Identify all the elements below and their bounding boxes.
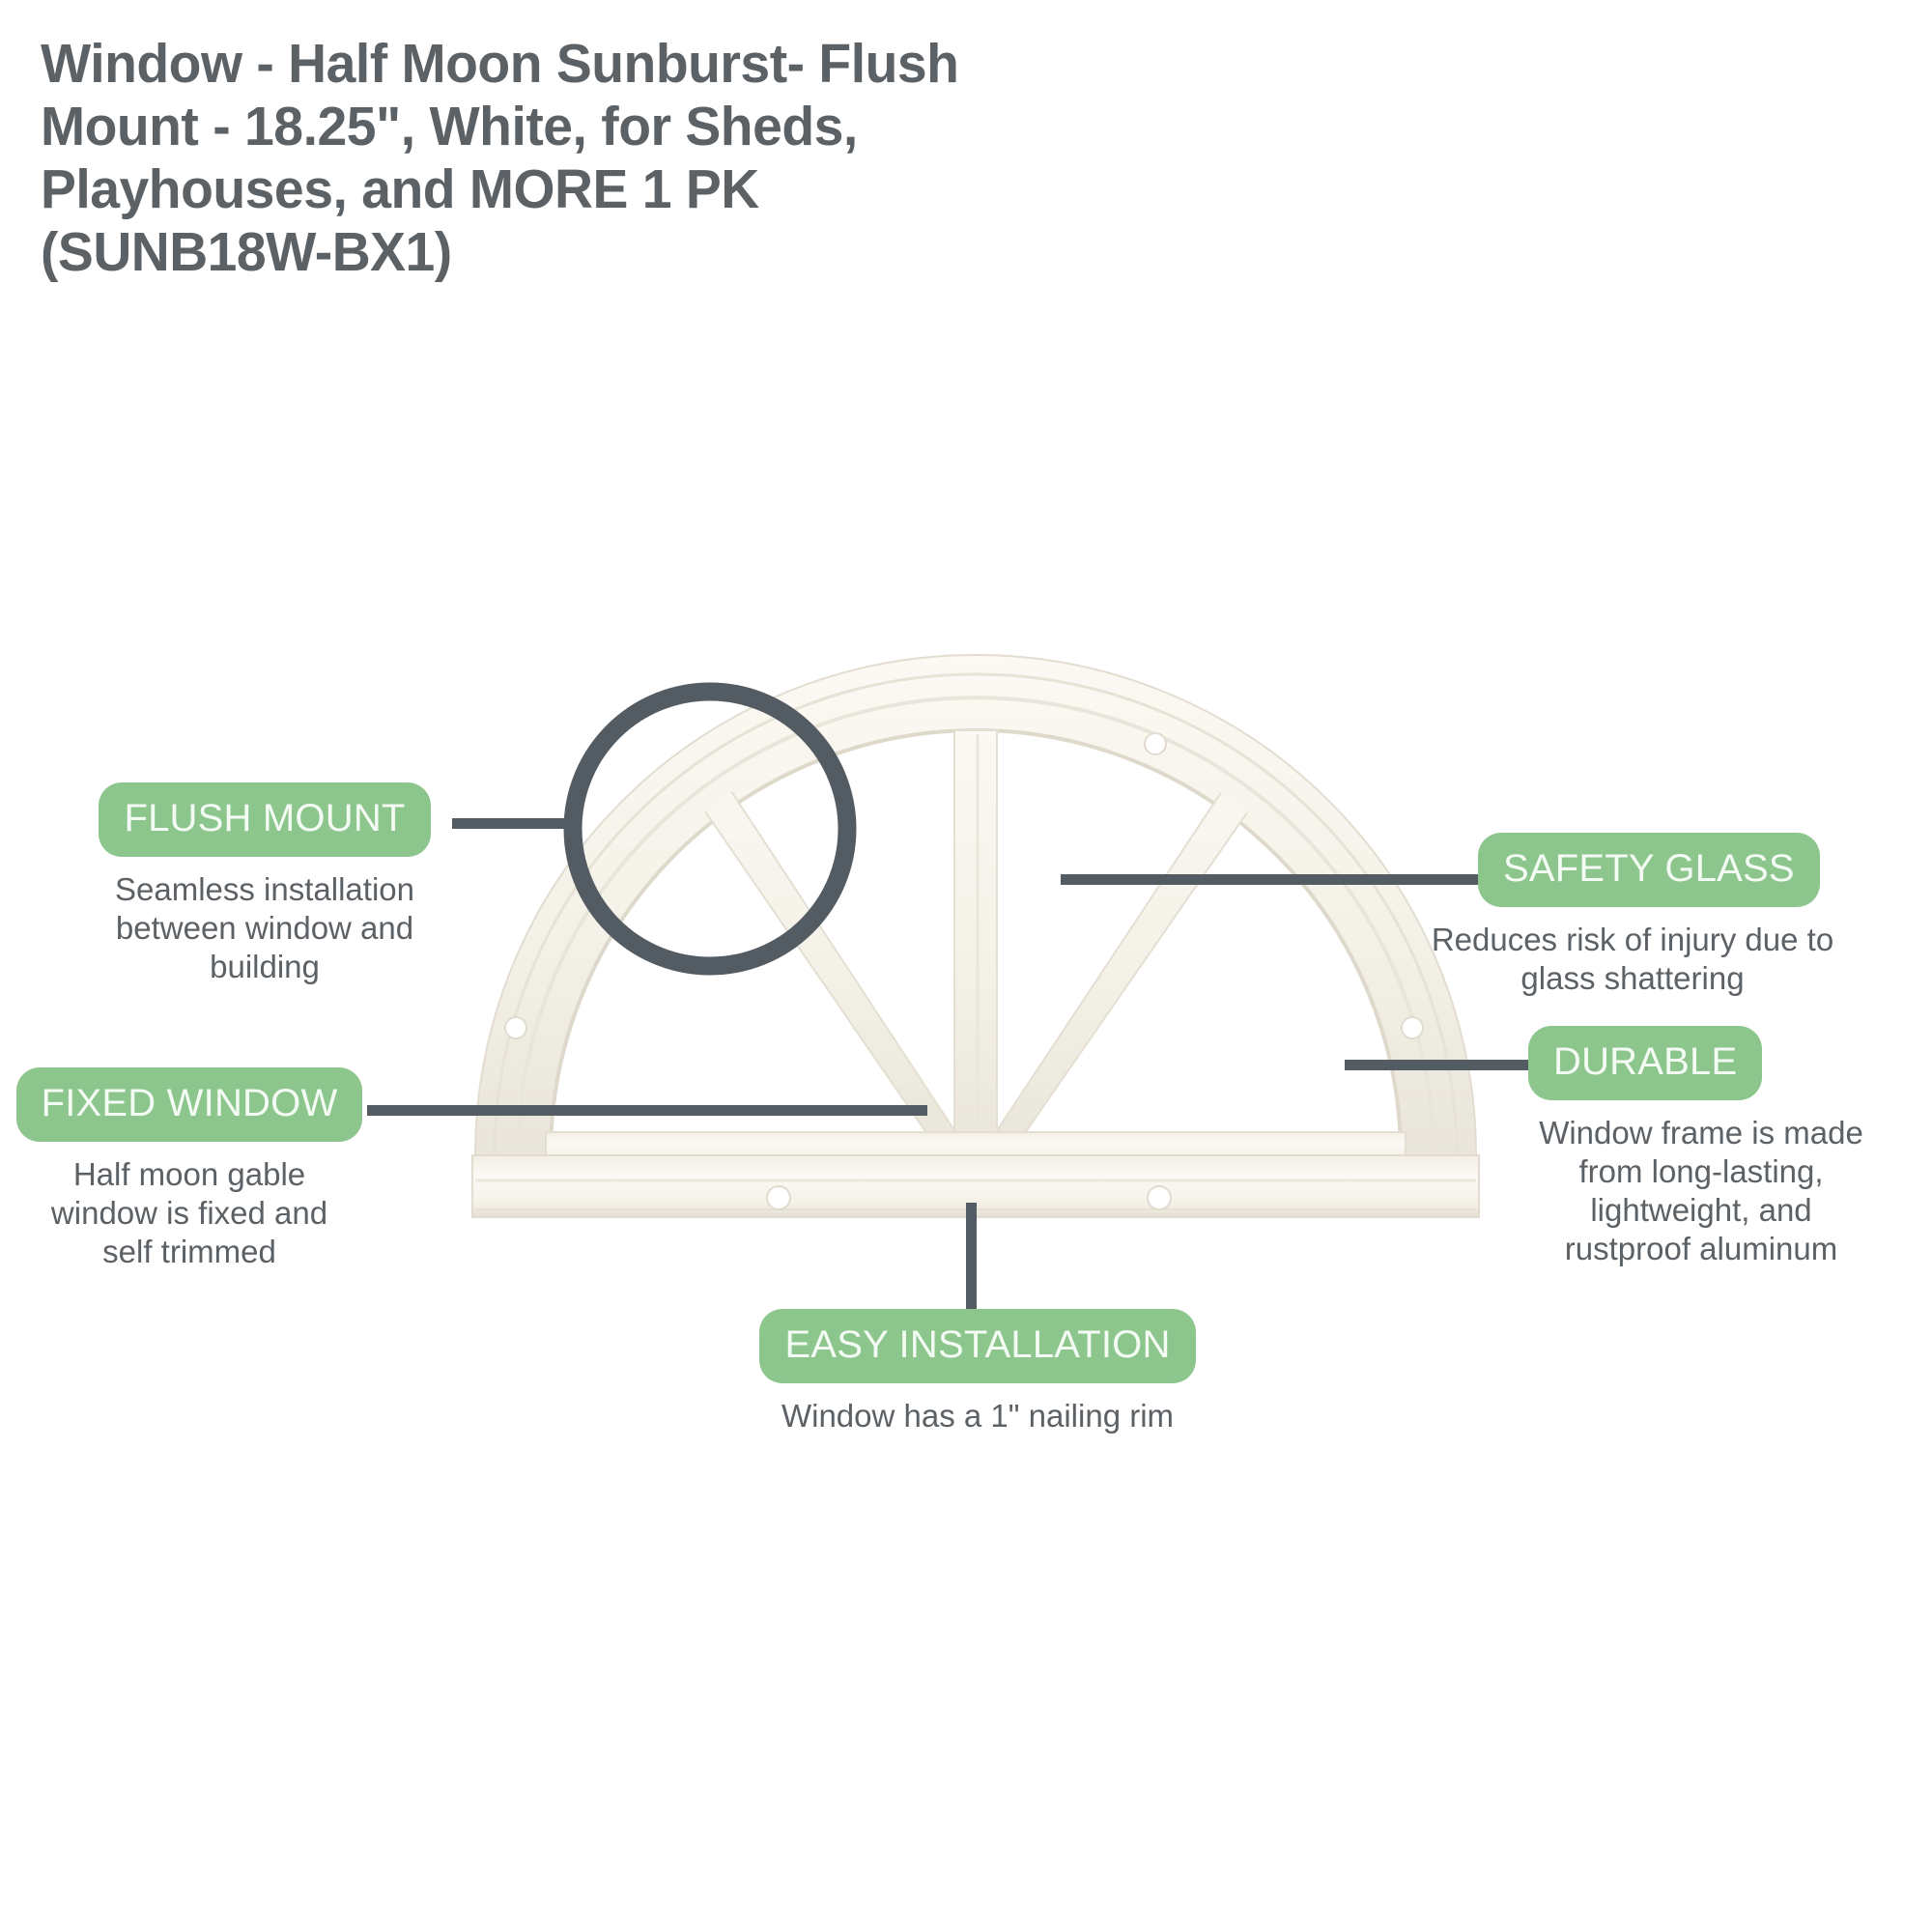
page-title-line-3: Playhouses, and MORE 1 PK bbox=[41, 158, 759, 220]
description-safety-glass: Reduces risk of injury due to glass shat… bbox=[1431, 922, 1834, 996]
page-title: Window - Half Moon Sunburst- Flush Mount… bbox=[41, 33, 1180, 284]
description-easy-installation: Window has a 1" nailing rim bbox=[781, 1398, 1175, 1434]
magnifier-circle bbox=[563, 682, 857, 976]
callout-flush-mount: FLUSH MOUNT Seamless installation betwee… bbox=[71, 782, 458, 986]
page-title-line-1: Window - Half Moon Sunburst- Flush bbox=[41, 33, 959, 95]
nailing-holes bbox=[504, 732, 1424, 1210]
page-title-line-2: Mount - 18.25", White, for Sheds, bbox=[41, 96, 858, 157]
description-fixed-window: Half moon gable window is fixed and self… bbox=[50, 1156, 328, 1269]
connector-easy-installation bbox=[966, 1203, 977, 1319]
connector-safety-glass bbox=[1061, 874, 1486, 885]
window-arch-frame bbox=[473, 654, 1478, 1156]
callout-safety-glass: SAFETY GLASS Reduces risk of injury due … bbox=[1432, 833, 1922, 998]
page-title-line-4: (SUNB18W-BX1) bbox=[41, 221, 452, 283]
connector-fixed-window bbox=[367, 1105, 927, 1116]
badge-safety-glass[interactable]: SAFETY GLASS bbox=[1478, 833, 1820, 907]
description-flush-mount: Seamless installation between window and… bbox=[115, 871, 414, 984]
badge-durable[interactable]: DURABLE bbox=[1528, 1026, 1763, 1100]
callout-durable: DURABLE Window frame is made from long-l… bbox=[1528, 1026, 1915, 1268]
callout-easy-installation: EASY INSTALLATION Window has a 1" nailin… bbox=[736, 1309, 1219, 1435]
badge-flush-mount[interactable]: FLUSH MOUNT bbox=[99, 782, 431, 857]
connector-durable bbox=[1345, 1060, 1543, 1070]
callout-fixed-window: FIXED WINDOW Half moon gable window is f… bbox=[15, 1067, 363, 1271]
window-sunburst-spokes bbox=[665, 729, 1289, 1140]
description-durable: Window frame is made from long-lasting, … bbox=[1539, 1115, 1863, 1266]
badge-fixed-window[interactable]: FIXED WINDOW bbox=[15, 1067, 363, 1142]
badge-easy-installation[interactable]: EASY INSTALLATION bbox=[759, 1309, 1196, 1383]
connector-flush-mount bbox=[452, 818, 580, 829]
